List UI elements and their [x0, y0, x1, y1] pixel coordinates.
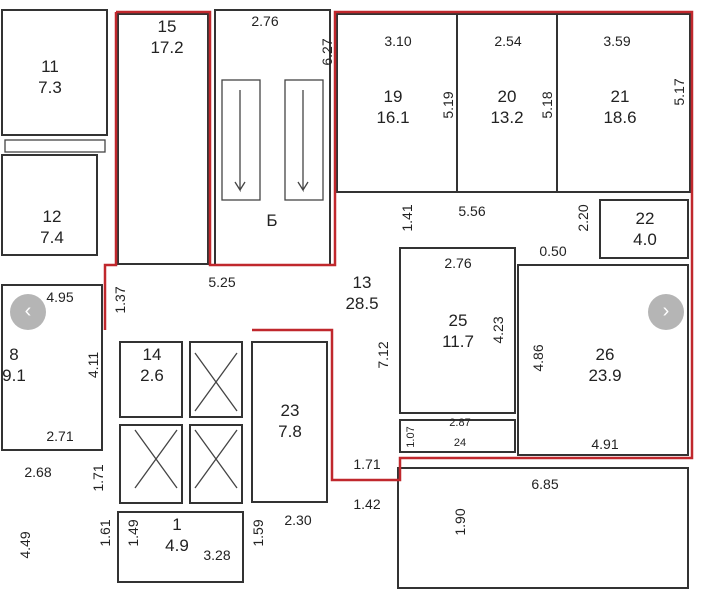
dimension-label: 4.23: [490, 316, 506, 343]
room-text: 7.3: [38, 78, 62, 97]
room-8: 89.1: [2, 345, 26, 385]
room-text: 2.6: [140, 366, 164, 385]
dimension-label: 1.42: [353, 496, 380, 512]
dimension-label: 5.19: [440, 91, 456, 118]
dimension-label: 4.95: [46, 289, 73, 305]
room-20: 20 13.2: [490, 87, 523, 127]
dimension-label: 5.18: [539, 91, 555, 118]
dimension-label: 3.59: [603, 33, 630, 49]
room-text: 9.1: [2, 366, 26, 385]
room-text: 13: [353, 273, 372, 292]
dimension-label: 2.20: [575, 204, 591, 231]
room-text: 22: [636, 209, 655, 228]
walls: [1, 9, 691, 589]
dimensions-vertical: 6.27 5.19 5.18 5.17 1.41 2.20 1.37 4.11 …: [17, 38, 687, 558]
dimension-label: 1.61: [97, 519, 113, 546]
apartment-outline: [103, 10, 694, 482]
dimension-label: 2.76: [251, 13, 278, 29]
dimension-label: 1.41: [399, 204, 415, 231]
next-image-button[interactable]: ›: [648, 294, 684, 330]
room-text: 20: [498, 87, 517, 106]
dimension-label: 5.56: [458, 203, 485, 219]
room-text: 15: [158, 17, 177, 36]
dimension-label: 1.71: [90, 464, 106, 491]
room-23: 237.8: [278, 401, 302, 441]
room-text: 11: [41, 57, 59, 76]
room-text: 7.8: [278, 422, 302, 441]
room-text: 17.2: [150, 38, 183, 57]
dimension-label: 2.54: [494, 33, 521, 49]
dimension-label: 2.30: [284, 512, 311, 528]
room-text: 18.6: [603, 108, 636, 127]
stair-label: Б: [266, 211, 277, 230]
room-text: 14: [143, 345, 162, 364]
dimension-label: 4.86: [530, 344, 546, 371]
room-11: 117.3: [38, 57, 62, 97]
room-text: 23.9: [588, 366, 621, 385]
room-13: 13 28.5: [345, 273, 378, 313]
room-text: 26: [596, 345, 615, 364]
dimension-label: 1.07: [405, 426, 417, 447]
room-text: 12: [43, 207, 62, 226]
room-24-num: 24: [454, 437, 466, 449]
room-text: 16.1: [376, 108, 409, 127]
room-text: 21: [611, 87, 630, 106]
previous-image-button[interactable]: ‹: [10, 294, 46, 330]
dimension-label: 1.49: [125, 519, 141, 546]
dimension-label: 5.17: [671, 78, 687, 105]
dimension-label: 1.59: [250, 519, 266, 546]
room-text: 28.5: [345, 294, 378, 313]
room-text: 4.0: [633, 230, 657, 249]
room-15: 15 17.2: [150, 17, 183, 57]
dimension-label: 1.90: [452, 508, 468, 535]
room-12: 127.4: [40, 207, 64, 247]
dimension-label: 4.91: [591, 436, 618, 452]
dimension-label: 2.71: [46, 428, 73, 444]
room-text: 1: [172, 515, 181, 534]
room-text: 23: [281, 401, 300, 420]
dimension-label: 4.49: [17, 531, 33, 558]
dimension-label: 5.25: [208, 274, 235, 290]
dimension-label: 6.27: [319, 38, 335, 65]
dimension-label: 0.50: [539, 243, 566, 259]
dimension-label: 3.28: [203, 547, 230, 563]
dimension-label: 6.85: [531, 476, 558, 492]
dimensions-horizontal: 2.76 3.10 2.54 3.59 5.56 0.50 5.25 2.76 …: [24, 13, 630, 563]
room-1: 14.9: [165, 515, 189, 555]
room-text: 19: [384, 87, 403, 106]
room-text: 13.2: [490, 108, 523, 127]
room-text: 25: [449, 311, 468, 330]
dimension-label: 4.11: [85, 352, 101, 378]
room-19: 19 16.1: [376, 87, 409, 127]
room-24-dim: 2.87: [449, 417, 470, 429]
room-text: 4.9: [165, 536, 189, 555]
dimension-label: 1.37: [112, 286, 128, 313]
room-26: 26 23.9: [588, 345, 621, 385]
dimension-label: 2.76: [444, 255, 471, 271]
room-text: 8: [9, 345, 18, 364]
room-text: 7.4: [40, 228, 64, 247]
room-text: 11.7: [442, 332, 474, 351]
dimension-label: 7.12: [375, 341, 391, 368]
room-14: 142.6: [140, 345, 164, 385]
dimension-label: 3.10: [384, 33, 411, 49]
room-25: 25 11.7: [442, 311, 474, 351]
room-21: 21 18.6: [603, 87, 636, 127]
room-22: 224.0: [633, 209, 657, 249]
dimension-label: 2.68: [24, 464, 51, 480]
dimension-label: 1.71: [353, 456, 380, 472]
